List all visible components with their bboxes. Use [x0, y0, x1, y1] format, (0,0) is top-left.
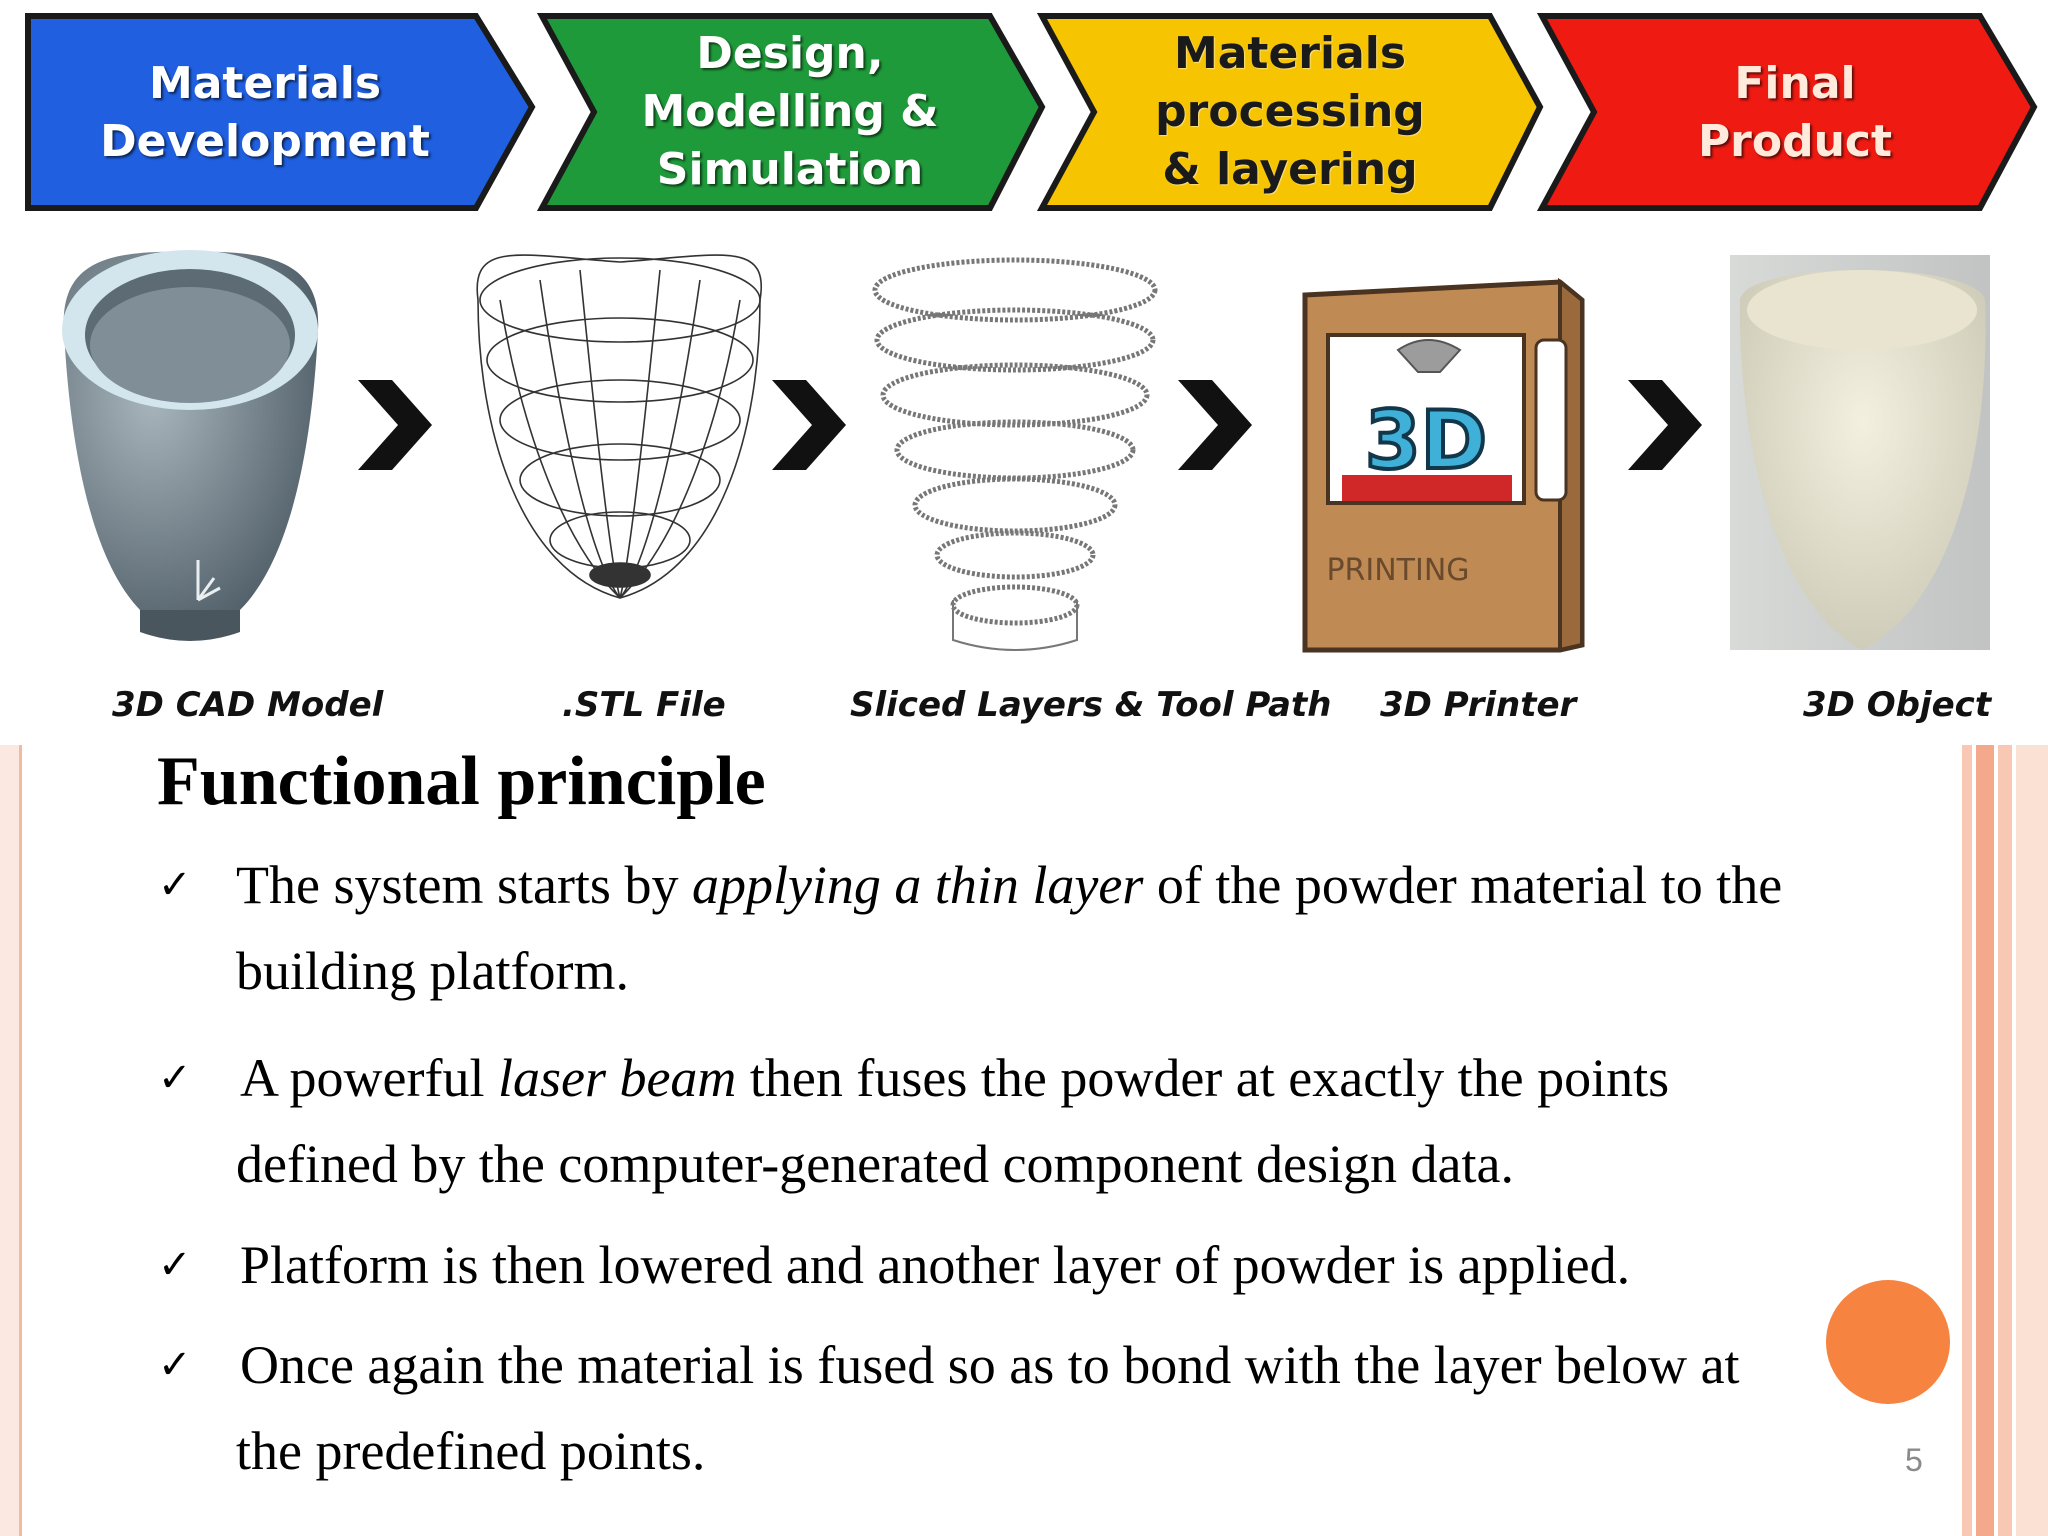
printer-printing-text: PRINTING — [1326, 553, 1469, 588]
3d-printer-illustration: 3D PRINTING — [1302, 277, 1585, 653]
sliced-layers-illustration — [872, 257, 1158, 651]
slide-heading: Functional principle — [157, 743, 766, 820]
checkmark-icon: ✓ — [158, 862, 192, 908]
printer-3d-badge: 3D — [1365, 394, 1487, 487]
decorative-orange-circle — [1826, 1280, 1950, 1404]
checkmark-icon: ✓ — [158, 1342, 192, 1388]
caption-stl-file: .STL File — [562, 685, 726, 725]
step-label-design: Design,Modelling &Simulation — [641, 28, 939, 195]
page-number: 5 — [1905, 1442, 1923, 1478]
flow-arrow-icon — [772, 380, 846, 470]
checkmark-icon: ✓ — [158, 1055, 192, 1101]
flow-arrow-icon — [358, 380, 432, 470]
step-banner-final-product — [1536, 13, 2038, 211]
checkmark-icon: ✓ — [158, 1242, 192, 1288]
cad-model-illustration — [62, 250, 319, 641]
step-banner-processing — [1036, 13, 1544, 211]
step-banner-design — [536, 13, 1046, 211]
step-banner-materials-development — [25, 13, 536, 211]
process-diagram-graphics: 3D PRINTING — [25, 13, 2038, 653]
caption-3d-object: 3D Object — [1803, 685, 1992, 725]
3d-object-photo — [1730, 255, 1990, 650]
caption-cad-model: 3D CAD Model — [112, 685, 384, 725]
caption-sliced-layers: Sliced Layers & Tool Path — [850, 685, 1332, 725]
flow-arrow-icon — [1178, 380, 1252, 470]
flow-arrow-icon — [1628, 380, 1702, 470]
caption-3d-printer: 3D Printer — [1380, 685, 1577, 725]
slide-right-border — [1962, 745, 2048, 1536]
stl-mesh-illustration — [476, 254, 763, 599]
